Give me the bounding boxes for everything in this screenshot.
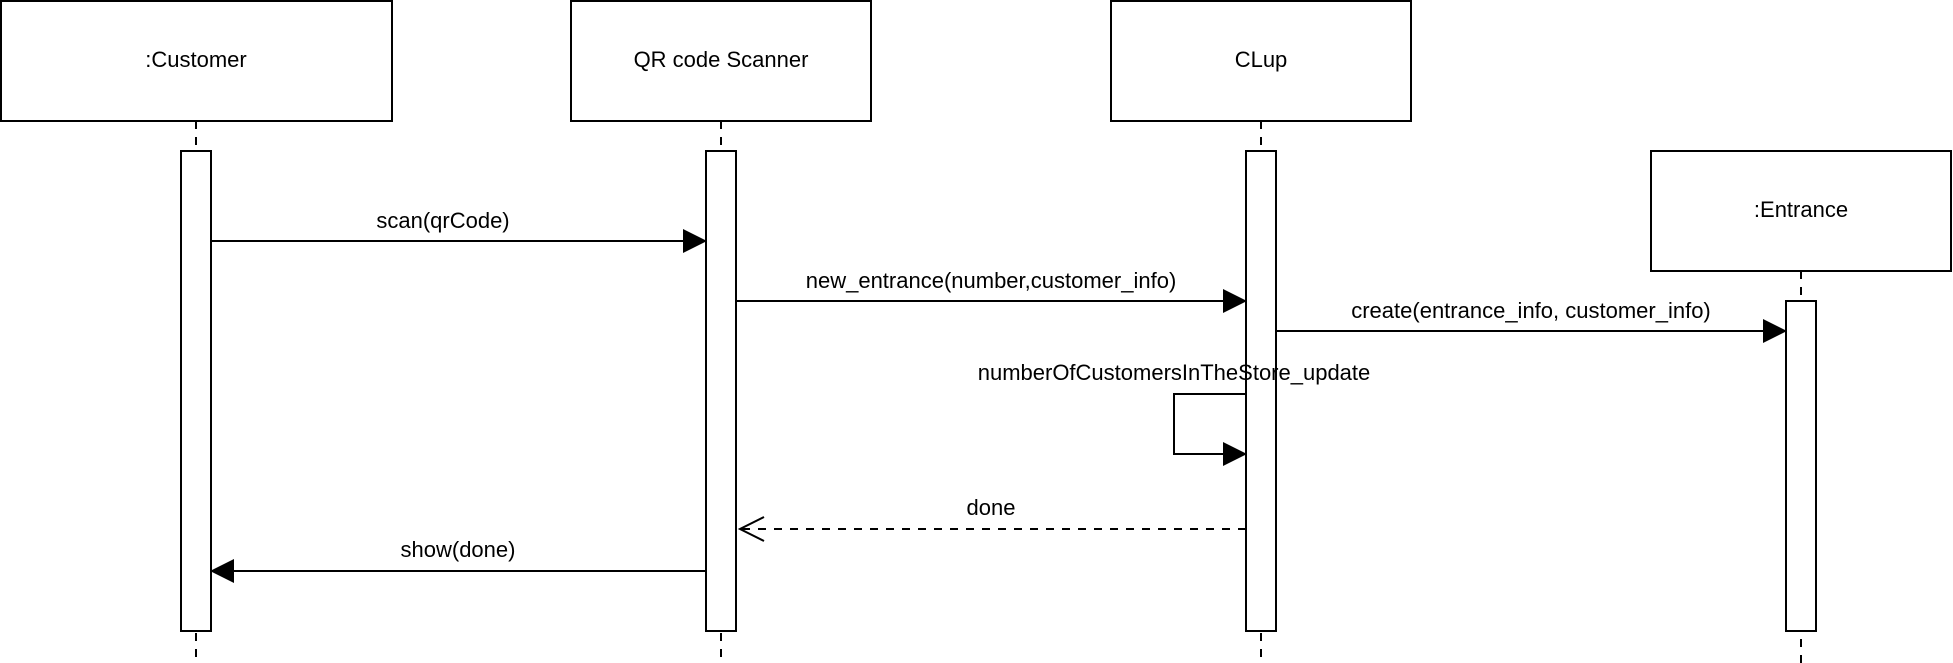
message-show-done: show(done) xyxy=(210,537,706,583)
message-scan-qrcode: scan(qrCode) xyxy=(211,208,707,253)
message-arrow xyxy=(1173,393,1247,466)
participant-qr-code-scanner: QR code Scanner xyxy=(570,0,872,663)
activation-bar xyxy=(1245,150,1277,632)
activation-bar xyxy=(180,150,212,632)
message-label: numberOfCustomersInTheStore_update xyxy=(978,360,1371,385)
participant-clup: CLup xyxy=(1110,0,1412,663)
message-label: done xyxy=(967,495,1016,520)
participant-label: CLup xyxy=(1235,47,1288,72)
participant-label: :Entrance xyxy=(1754,197,1848,222)
participant-entrance: :Entrance xyxy=(1650,150,1952,663)
activation-bar xyxy=(1785,300,1817,632)
participant-box xyxy=(0,0,393,122)
activation-bar xyxy=(705,150,737,632)
message-return-done: done xyxy=(737,495,1246,542)
participant-label: :Customer xyxy=(145,47,246,72)
message-new-entrance: new_entrance(number,customer_info) xyxy=(736,268,1247,313)
participant-customer: :Customer xyxy=(0,0,393,663)
participant-box xyxy=(1650,150,1952,272)
message-create-entrance: create(entrance_info, customer_info) xyxy=(1276,298,1787,343)
message-label: show(done) xyxy=(401,537,516,562)
participant-box xyxy=(570,0,872,122)
message-label: scan(qrCode) xyxy=(376,208,509,233)
participant-label: QR code Scanner xyxy=(634,47,809,72)
message-self-update: numberOfCustomersInTheStore_update xyxy=(978,360,1371,466)
open-arrowhead xyxy=(737,516,765,542)
message-label: create(entrance_info, customer_info) xyxy=(1351,298,1711,323)
message-label: new_entrance(number,customer_info) xyxy=(806,268,1177,293)
